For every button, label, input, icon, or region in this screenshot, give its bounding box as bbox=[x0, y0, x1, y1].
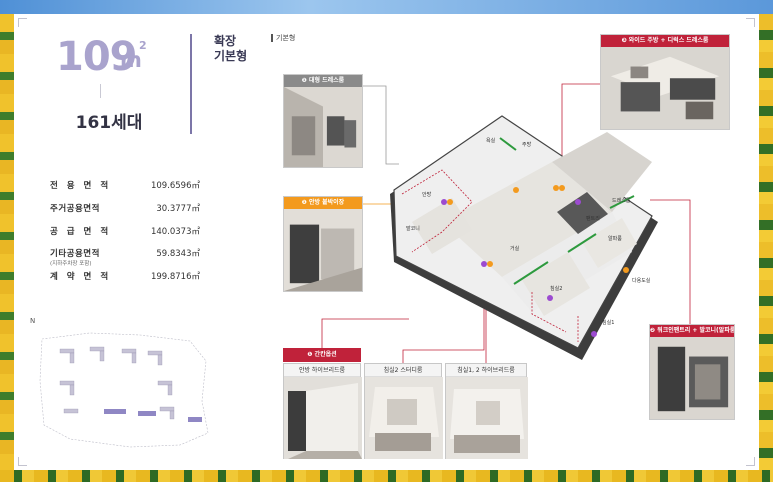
spec-row: 기타공용면적 (지하주차장 포함) 59.8343㎡ bbox=[50, 247, 200, 267]
type-label-line1: 확장 bbox=[214, 34, 237, 48]
option-card-title: 침실1, 2 하이브리드룸 bbox=[446, 364, 526, 377]
option-render-image bbox=[284, 377, 362, 459]
room-label-dress: 드레스룸 bbox=[612, 197, 631, 204]
room-label-bath: 욕실 bbox=[486, 137, 496, 144]
household-count: 161세대 bbox=[75, 113, 143, 133]
option-card: 안방 하이브리드룸 bbox=[283, 363, 362, 459]
area-unit: m bbox=[120, 48, 142, 72]
room-label-utility: 다용도실 bbox=[632, 277, 651, 284]
spec-sublabel: (지하주차장 포함) bbox=[50, 261, 92, 267]
room-label-pantry: 팬트리 bbox=[586, 215, 600, 222]
callout-title: ❷ 워크인팬트리 + 발코니(알파룸) bbox=[650, 325, 734, 337]
option-render-image bbox=[446, 377, 528, 459]
spec-value: 30.3777㎡ bbox=[156, 204, 200, 214]
spec-label: 공 급 면 적 bbox=[50, 227, 112, 237]
room-label-living: 거실 bbox=[510, 245, 520, 252]
spec-label: 주거공용면적 bbox=[50, 204, 100, 214]
spec-label: 전 용 면 적 bbox=[50, 181, 112, 191]
room-label-master: 안방 bbox=[422, 191, 432, 198]
divider bbox=[100, 84, 101, 98]
area-superscript: 2 bbox=[139, 39, 147, 52]
room-label-bed2: 침실2 bbox=[550, 285, 562, 292]
option-card: 침실1, 2 하이브리드룸 bbox=[445, 363, 528, 459]
callout-title: ❸ 와이드 주방 + 디럭스 드레스룸 bbox=[601, 35, 729, 47]
room-label-kitchen: 주방 bbox=[522, 141, 532, 148]
callout-alcove: ❶ 안방 붙박이장 bbox=[283, 196, 363, 292]
divider bbox=[190, 34, 192, 134]
spec-row: 주거공용면적 30.3777㎡ bbox=[50, 202, 200, 218]
option-render-image bbox=[365, 377, 443, 459]
spec-row: 계 약 면 적 199.8716㎡ bbox=[50, 270, 200, 286]
corner-mark bbox=[18, 457, 27, 466]
corner-mark bbox=[18, 18, 27, 27]
dressroom-render-image bbox=[284, 87, 362, 167]
callout-kitchen: ❸ 와이드 주방 + 디럭스 드레스룸 bbox=[600, 34, 730, 130]
option-card-title: 안방 하이브리드룸 bbox=[284, 364, 360, 377]
callout-title: ❶ 안방 붙박이장 bbox=[284, 197, 362, 209]
corner-mark bbox=[746, 457, 755, 466]
option-title: ❶ 간칸옵션 bbox=[283, 348, 361, 362]
sunflower-frame-left bbox=[0, 14, 14, 470]
callout-dressroom: ❶ 대형 드레스룸 bbox=[283, 74, 363, 168]
spec-row: 공 급 면 적 140.0373㎡ bbox=[50, 225, 200, 241]
type-label-line2: 기본형 bbox=[214, 49, 248, 63]
isometric-floorplan: 안방 거실 주방 침실2 침실1 드레스룸 알파룸 다용도실 욕실 팬트리 발코… bbox=[390, 115, 658, 360]
area-number: 109 bbox=[56, 34, 137, 80]
sunflower-frame-right bbox=[759, 14, 773, 470]
pantry-render-image bbox=[650, 337, 734, 419]
spec-row: 전 용 면 적 109.6596㎡ bbox=[50, 179, 200, 195]
spec-value: 59.8343㎡ bbox=[156, 249, 200, 259]
spec-value: 109.6596㎡ bbox=[150, 181, 200, 191]
spec-label: 계 약 면 적 bbox=[50, 272, 112, 282]
room-label-alpha: 알파룸 bbox=[608, 235, 622, 242]
kitchen-render-image bbox=[601, 47, 729, 129]
spec-label: 기타공용면적 bbox=[50, 249, 100, 259]
compass-label: N bbox=[30, 317, 36, 325]
alcove-render-image bbox=[284, 209, 362, 291]
option-card: 침실2 스터디룸 bbox=[364, 363, 443, 459]
north-arrow-icon: N bbox=[30, 317, 35, 325]
option-card-title: 침실2 스터디룸 bbox=[365, 364, 441, 377]
room-label-balcony: 발코니 bbox=[406, 225, 420, 232]
floorplan-page: 109 m 2 확장 기본형 161세대 전 용 면 적 109.6596㎡ 주… bbox=[14, 14, 759, 470]
option-heading: ❶ 간칸옵션 bbox=[283, 348, 361, 362]
sunflower-frame-bottom bbox=[0, 470, 773, 482]
plan-type-tag: 기본형 bbox=[270, 34, 296, 42]
callout-title: ❶ 대형 드레스룸 bbox=[284, 75, 362, 87]
corner-mark bbox=[746, 18, 755, 27]
spec-value: 140.0373㎡ bbox=[150, 227, 200, 237]
room-label-bed1: 침실1 bbox=[602, 319, 614, 326]
spec-value: 199.8716㎡ bbox=[150, 272, 200, 282]
sky-frame-top bbox=[0, 0, 773, 14]
site-layout-map bbox=[39, 332, 209, 448]
callout-pantry: ❷ 워크인팬트리 + 발코니(알파룸) bbox=[649, 324, 735, 420]
